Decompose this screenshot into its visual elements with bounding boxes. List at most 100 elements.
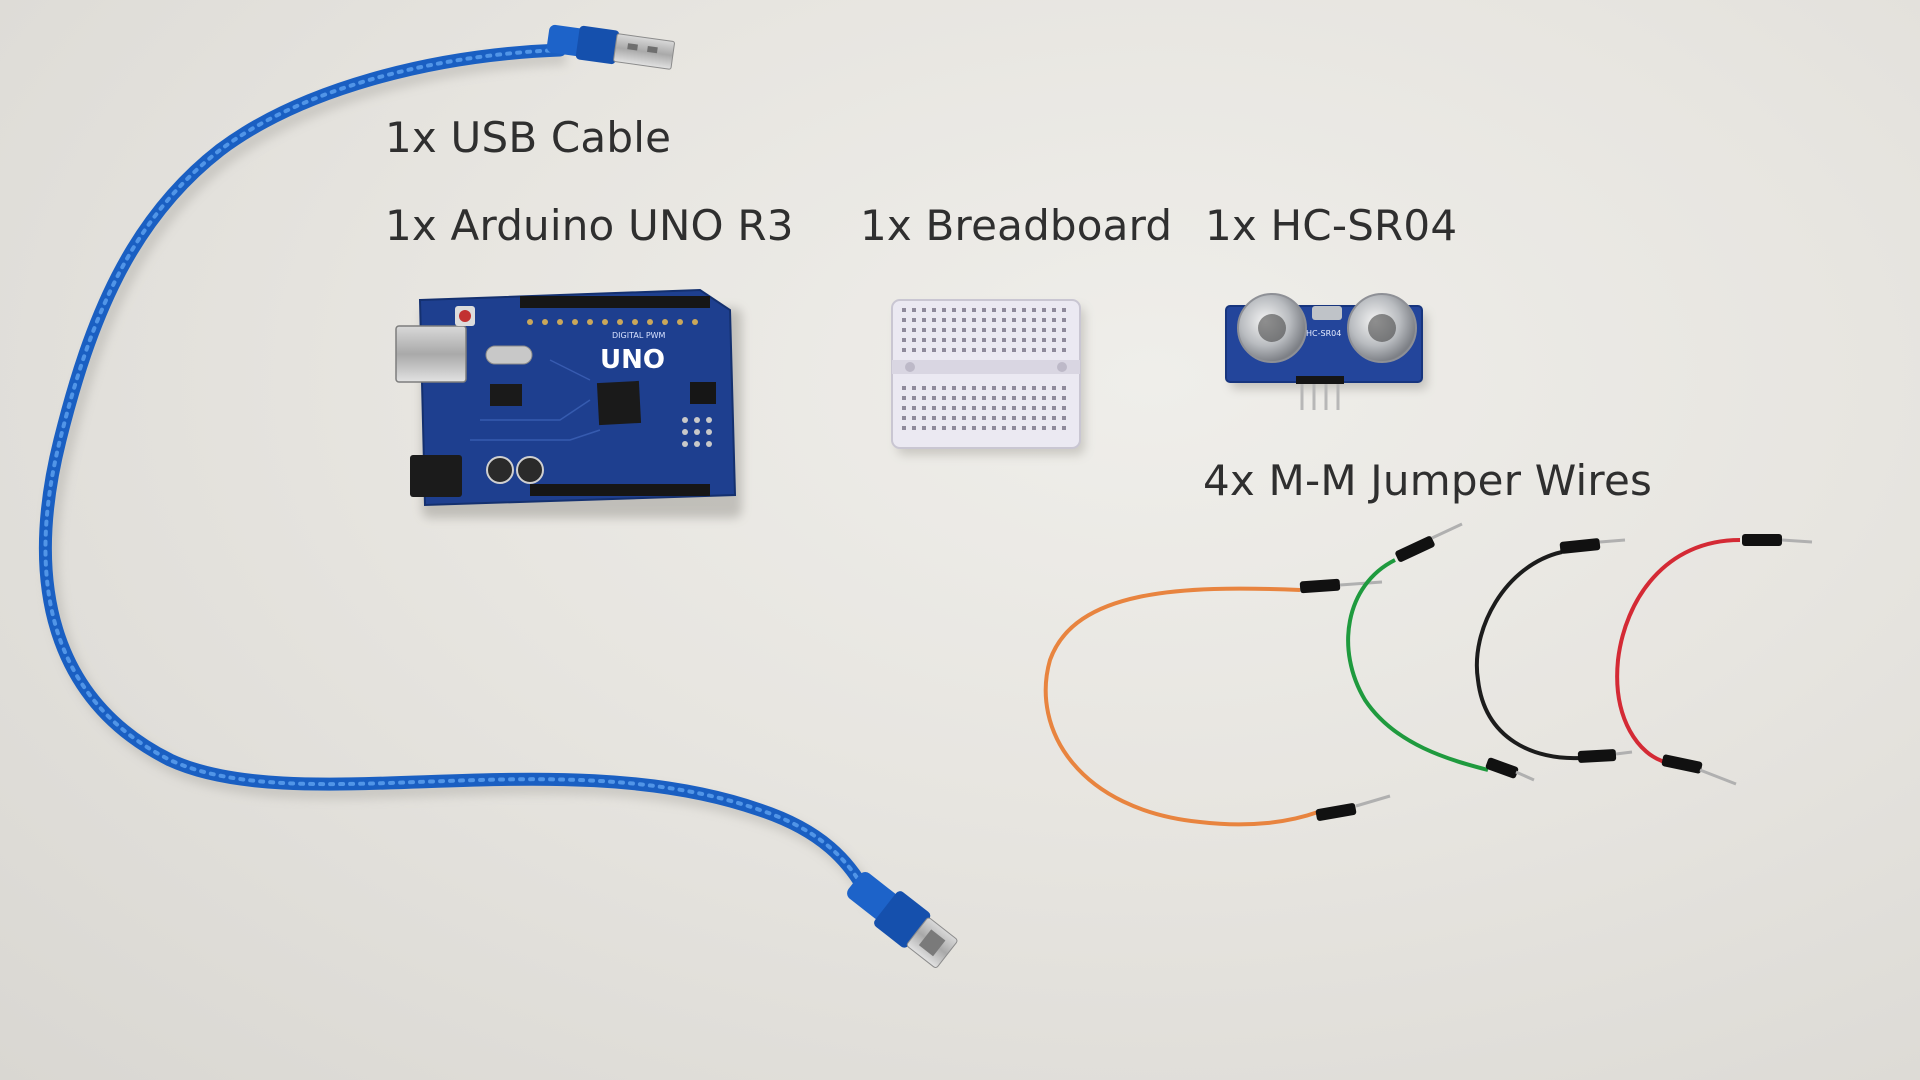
breadboard-hole bbox=[942, 318, 946, 322]
breadboard-hole bbox=[962, 386, 966, 390]
breadboard-hole bbox=[902, 396, 906, 400]
breadboard-hole bbox=[1032, 416, 1036, 420]
breadboard-hole bbox=[1052, 328, 1056, 332]
usb-a-connector bbox=[546, 24, 675, 70]
power-jack bbox=[410, 455, 462, 497]
breadboard-hole bbox=[992, 396, 996, 400]
breadboard-hole bbox=[972, 308, 976, 312]
breadboard-hole bbox=[1002, 416, 1006, 420]
usb-cable-label: 1x USB Cable bbox=[385, 113, 672, 162]
breadboard-hole bbox=[952, 348, 956, 352]
breadboard-hole bbox=[912, 338, 916, 342]
breadboard-hole bbox=[1002, 386, 1006, 390]
breadboard-hole bbox=[922, 406, 926, 410]
breadboard-hole bbox=[1032, 348, 1036, 352]
breadboard-hole bbox=[982, 308, 986, 312]
breadboard-hole bbox=[992, 386, 996, 390]
breadboard-hole bbox=[962, 426, 966, 430]
breadboard-hole bbox=[1062, 338, 1066, 342]
breadboard-hole bbox=[952, 406, 956, 410]
breadboard-hole bbox=[1012, 328, 1016, 332]
breadboard-hole bbox=[992, 348, 996, 352]
breadboard-hole bbox=[1042, 338, 1046, 342]
breadboard-hole bbox=[912, 406, 916, 410]
arduino-label: 1x Arduino UNO R3 bbox=[385, 201, 794, 250]
breadboard-hole bbox=[922, 308, 926, 312]
breadboard-hole bbox=[962, 396, 966, 400]
breadboard-hole bbox=[1042, 348, 1046, 352]
breadboard-hole bbox=[1052, 396, 1056, 400]
breadboard-hole bbox=[1042, 386, 1046, 390]
ultrasonic-sensor: HC-SR04 bbox=[1225, 293, 1427, 410]
breadboard-hole bbox=[1002, 348, 1006, 352]
sensor-model-text: HC-SR04 bbox=[1306, 329, 1341, 338]
breadboard-hole bbox=[1022, 308, 1026, 312]
breadboard-hole bbox=[1042, 426, 1046, 430]
breadboard bbox=[891, 299, 1085, 455]
breadboard-hole bbox=[1032, 318, 1036, 322]
breadboard-hole bbox=[992, 416, 996, 420]
breadboard-hole bbox=[982, 318, 986, 322]
breadboard-hole bbox=[1012, 338, 1016, 342]
digital-pwm-text: DIGITAL PWM bbox=[612, 331, 666, 340]
breadboard-hole bbox=[942, 338, 946, 342]
breadboard-hole bbox=[942, 406, 946, 410]
breadboard-hole bbox=[902, 328, 906, 332]
breadboard-hole bbox=[952, 426, 956, 430]
breadboard-hole bbox=[972, 338, 976, 342]
breadboard-hole bbox=[1052, 318, 1056, 322]
breadboard-hole bbox=[1052, 386, 1056, 390]
breadboard-hole bbox=[912, 318, 916, 322]
breadboard-hole bbox=[922, 318, 926, 322]
breadboard-hole bbox=[952, 416, 956, 420]
breadboard-hole bbox=[982, 348, 986, 352]
arduino-uno-board: UNO DIGITAL PWM bbox=[395, 288, 742, 518]
breadboard-hole bbox=[902, 426, 906, 430]
breadboard-label: 1x Breadboard bbox=[860, 201, 1173, 250]
breadboard-hole bbox=[912, 348, 916, 352]
breadboard-hole bbox=[1002, 338, 1006, 342]
wire-black bbox=[1474, 538, 1633, 763]
breadboard-hole bbox=[1032, 406, 1036, 410]
breadboard-hole bbox=[1032, 386, 1036, 390]
breadboard-hole bbox=[1002, 406, 1006, 410]
jumper-wires-label: 4x M-M Jumper Wires bbox=[1203, 456, 1653, 505]
breadboard-hole bbox=[962, 348, 966, 352]
breadboard-hole bbox=[932, 328, 936, 332]
breadboard-hole bbox=[1052, 338, 1056, 342]
breadboard-hole bbox=[1062, 386, 1066, 390]
breadboard-hole bbox=[1012, 318, 1016, 322]
breadboard-hole bbox=[1012, 406, 1016, 410]
breadboard-hole bbox=[912, 396, 916, 400]
breadboard-hole bbox=[902, 308, 906, 312]
breadboard-hole bbox=[1032, 338, 1036, 342]
breadboard-hole bbox=[1032, 308, 1036, 312]
breadboard-hole bbox=[912, 386, 916, 390]
breadboard-hole bbox=[972, 396, 976, 400]
breadboard-hole bbox=[982, 416, 986, 420]
usb-port bbox=[395, 325, 467, 383]
breadboard-hole bbox=[1032, 426, 1036, 430]
breadboard-hole bbox=[902, 318, 906, 322]
breadboard-hole bbox=[972, 426, 976, 430]
breadboard-hole bbox=[982, 426, 986, 430]
breadboard-hole bbox=[922, 426, 926, 430]
breadboard-hole bbox=[992, 308, 996, 312]
breadboard-hole bbox=[932, 318, 936, 322]
breadboard-hole bbox=[942, 386, 946, 390]
breadboard-hole bbox=[972, 416, 976, 420]
sensor-label: 1x HC-SR04 bbox=[1205, 201, 1458, 250]
breadboard-hole bbox=[962, 308, 966, 312]
breadboard-hole bbox=[962, 416, 966, 420]
breadboard-hole bbox=[912, 328, 916, 332]
breadboard-hole bbox=[972, 386, 976, 390]
breadboard-hole bbox=[1022, 396, 1026, 400]
breadboard-hole bbox=[982, 328, 986, 332]
breadboard-hole bbox=[982, 386, 986, 390]
breadboard-hole bbox=[1012, 308, 1016, 312]
breadboard-hole bbox=[1062, 348, 1066, 352]
wire-orange bbox=[1043, 578, 1391, 827]
breadboard-hole bbox=[1022, 386, 1026, 390]
breadboard-hole bbox=[1062, 426, 1066, 430]
